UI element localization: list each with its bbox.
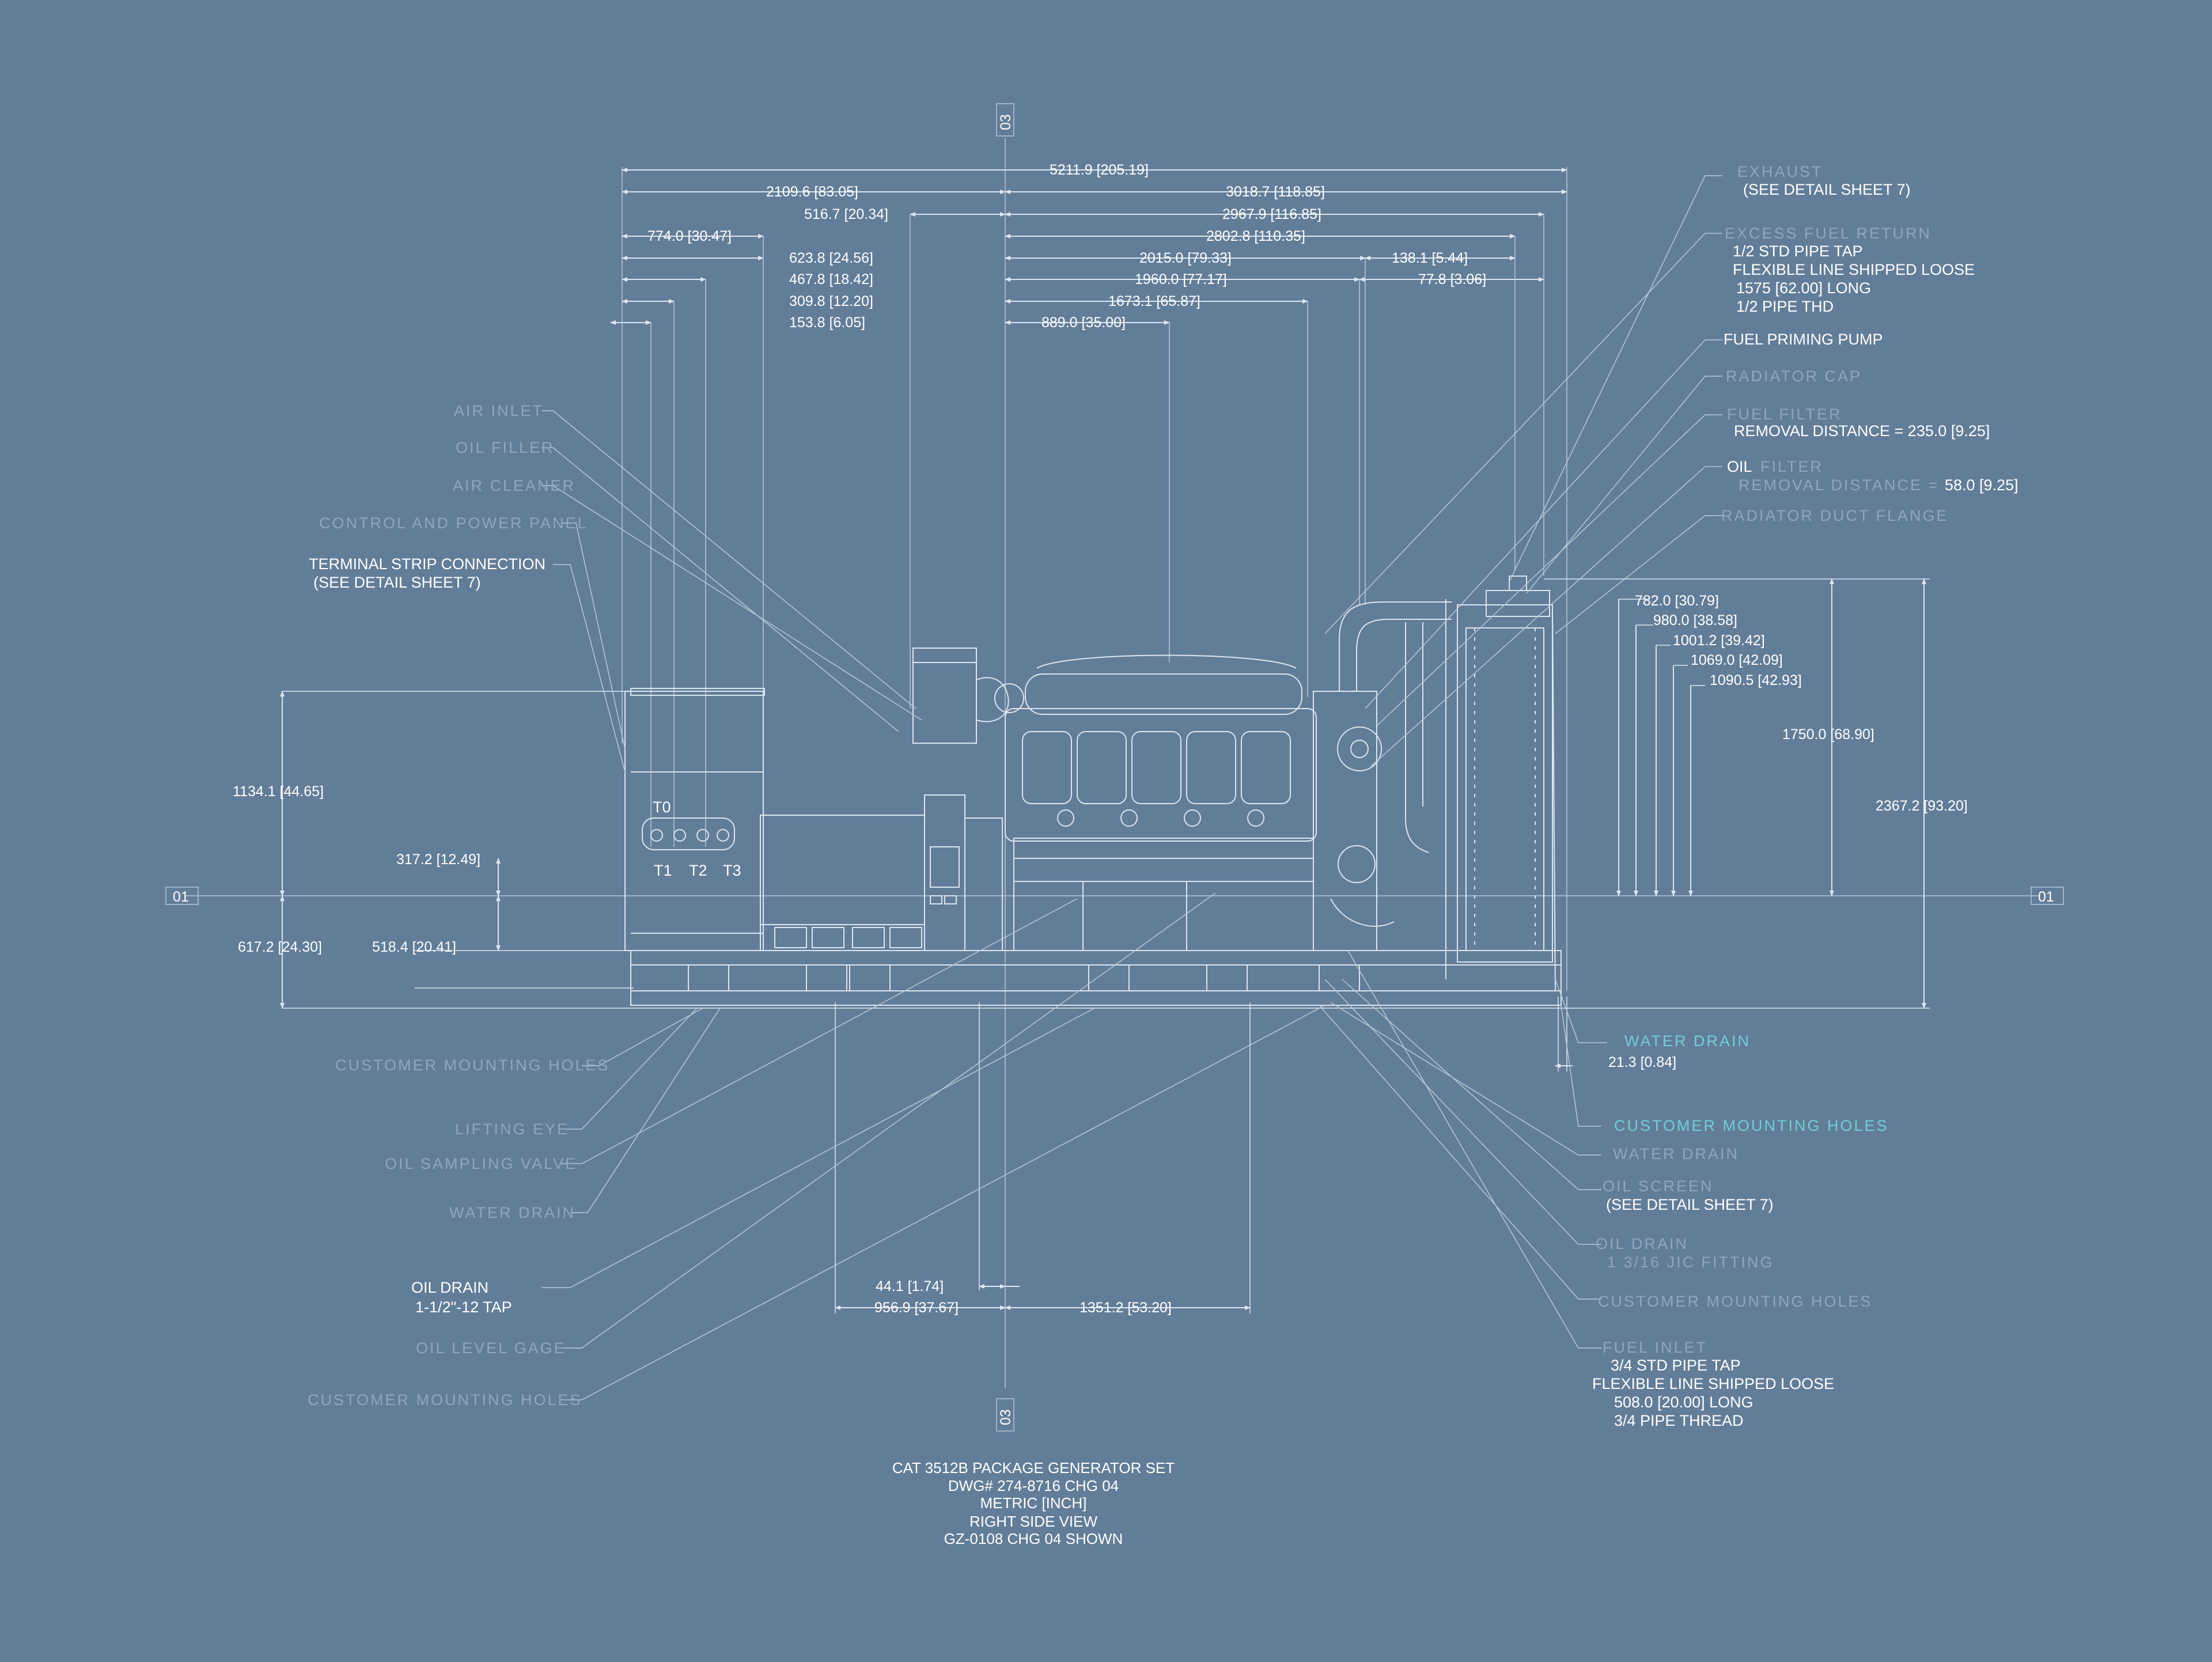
generator-set-drawing bbox=[624, 576, 1562, 1006]
label-oil-filter-filter: FILTER bbox=[1760, 458, 1823, 475]
label-radiator-duct-flange: RADIATOR DUCT FLANGE bbox=[1721, 507, 1949, 524]
leader-lines bbox=[541, 175, 1722, 1400]
dim-1134: 1134.1 [44.65] bbox=[233, 783, 324, 800]
label-excess-pipe-thd: 1/2 PIPE THD bbox=[1736, 298, 1834, 315]
right-dimension-lines bbox=[1544, 578, 1930, 1072]
dim-2967: 2967.9 [116.85] bbox=[1222, 206, 1321, 222]
extension-lines bbox=[622, 167, 1567, 991]
label-customer-mounting-holes-left-2: CUSTOMER MOUNTING HOLES bbox=[308, 1391, 582, 1409]
label-inlet-length: 508.0 [20.00] LONG bbox=[1614, 1394, 1753, 1411]
dim-overall-length: 5211.9 [205.19] bbox=[1050, 162, 1149, 178]
dim-153: 153.8 [6.05] bbox=[789, 315, 865, 331]
label-oil-drain-tap: 1-1/2"-12 TAP bbox=[415, 1298, 512, 1316]
label-air-cleaner: AIR CLEANER bbox=[453, 477, 575, 494]
dim-1750: 1750.0 [68.90] bbox=[1782, 726, 1874, 743]
label-excess-length: 1575 [62.00] LONG bbox=[1736, 279, 1871, 297]
dim-774: 774.0 [30.47] bbox=[647, 228, 732, 244]
dim-782: 782.0 [30.79] bbox=[1635, 593, 1719, 609]
dim-467: 467.8 [18.42] bbox=[789, 271, 873, 287]
label-fuel-priming-pump: FUEL PRIMING PUMP bbox=[1724, 331, 1883, 348]
label-terminal-strip-detail: (SEE DETAIL SHEET 7) bbox=[313, 574, 481, 591]
dim-3018: 3018.7 [118.85] bbox=[1226, 184, 1325, 200]
label-fuel-filter-removal: REMOVAL DISTANCE = 235.0 [9.25] bbox=[1734, 422, 1990, 440]
title-line-1: CAT 3512B PACKAGE GENERATOR SET bbox=[892, 1459, 1175, 1477]
dim-617: 617.2 [24.30] bbox=[238, 939, 322, 955]
label-customer-mounting-holes-left-1: CUSTOMER MOUNTING HOLES bbox=[335, 1057, 610, 1074]
label-radiator-cap: RADIATOR CAP bbox=[1726, 368, 1862, 385]
dim-956: 956.9 [37.67] bbox=[874, 1300, 959, 1316]
dim-516: 516.7 [20.34] bbox=[804, 206, 888, 222]
title-line-5: GZ-0108 CHG 04 SHOWN bbox=[944, 1530, 1123, 1547]
label-control-power-panel: CONTROL AND POWER PANEL bbox=[319, 514, 588, 532]
label-water-drain-teal: WATER DRAIN bbox=[1624, 1032, 1751, 1050]
left-dimension-lines bbox=[280, 691, 1930, 1009]
terminal-t3: T3 bbox=[723, 862, 741, 879]
dim-623: 623.8 [24.56] bbox=[789, 250, 873, 266]
label-customer-mounting-holes-teal: CUSTOMER MOUNTING HOLES bbox=[1614, 1117, 1889, 1134]
label-inlet-pipe-tap: 3/4 STD PIPE TAP bbox=[1611, 1357, 1741, 1374]
label-terminal-strip: TERMINAL STRIP CONNECTION bbox=[309, 555, 546, 573]
dim-1069: 1069.0 [42.09] bbox=[1691, 652, 1783, 668]
dim-21: 21.3 [0.84] bbox=[1608, 1054, 1676, 1070]
top-dimension-lines bbox=[610, 168, 1567, 325]
label-oil-filler: OIL FILLER bbox=[456, 439, 555, 456]
label-water-drain-right: WATER DRAIN bbox=[1613, 1145, 1739, 1163]
title-line-2: DWG# 274-8716 CHG 04 bbox=[948, 1477, 1119, 1494]
title-line-3: METRIC [INCH] bbox=[980, 1494, 1087, 1512]
datum-bottom: 03 bbox=[998, 1409, 1014, 1425]
dim-1001: 1001.2 [39.42] bbox=[1673, 633, 1765, 649]
label-inlet-flexible-line: FLEXIBLE LINE SHIPPED LOOSE bbox=[1592, 1375, 1834, 1392]
label-inlet-pipe-thread: 3/4 PIPE THREAD bbox=[1614, 1412, 1744, 1429]
label-oil-drain-right: OIL DRAIN bbox=[1596, 1235, 1688, 1252]
datum-right: 01 bbox=[2038, 889, 2054, 905]
dim-138: 138.1 [5.44] bbox=[1392, 250, 1468, 266]
label-fuel-filter: FUEL FILTER bbox=[1727, 406, 1842, 423]
terminal-t1: T1 bbox=[654, 862, 672, 879]
label-fuel-inlet: FUEL INLET bbox=[1603, 1339, 1707, 1356]
dim-2802: 2802.8 [110.35] bbox=[1206, 228, 1305, 244]
dim-889: 889.0 [35.00] bbox=[1041, 315, 1126, 331]
label-exhaust-detail: (SEE DETAIL SHEET 7) bbox=[1743, 181, 1911, 198]
dim-2015: 2015.0 [79.33] bbox=[1139, 250, 1232, 266]
label-oil-screen: OIL SCREEN bbox=[1603, 1178, 1714, 1195]
label-water-drain-left: WATER DRAIN bbox=[449, 1204, 575, 1221]
bottom-dimension-lines bbox=[835, 1002, 1251, 1313]
dim-1351: 1351.2 [53.20] bbox=[1080, 1300, 1172, 1316]
title-block: CAT 3512B PACKAGE GENERATOR SET DWG# 274… bbox=[892, 1459, 1175, 1547]
datum-left: 01 bbox=[173, 889, 189, 905]
dim-1090: 1090.5 [42.93] bbox=[1710, 672, 1802, 688]
dim-1673: 1673.1 [65.87] bbox=[1108, 293, 1200, 309]
label-lifting-eye: LIFTING EYE bbox=[455, 1120, 569, 1138]
label-exhaust: EXHAUST bbox=[1737, 163, 1823, 180]
label-air-inlet: AIR INLET bbox=[454, 402, 544, 419]
dim-518: 518.4 [20.41] bbox=[372, 939, 456, 955]
dim-2109: 2109.6 [83.05] bbox=[766, 184, 858, 200]
label-excess-flexible-line: FLEXIBLE LINE SHIPPED LOOSE bbox=[1733, 261, 1975, 278]
terminal-t0: T0 bbox=[653, 798, 671, 816]
title-line-4: RIGHT SIDE VIEW bbox=[969, 1513, 1097, 1530]
label-customer-mounting-holes-right: CUSTOMER MOUNTING HOLES bbox=[1598, 1293, 1873, 1310]
label-oil-sampling-valve: OIL SAMPLING VALVE bbox=[385, 1155, 577, 1172]
label-oil-filter-removal-value: 58.0 [9.25] bbox=[1945, 476, 2018, 494]
label-oil-drain-left: OIL DRAIN bbox=[411, 1279, 488, 1296]
dim-77: 77.8 [3.06] bbox=[1418, 271, 1486, 287]
dim-309: 309.8 [12.20] bbox=[789, 293, 873, 309]
dim-44: 44.1 [1.74] bbox=[876, 1278, 944, 1294]
dim-317: 317.2 [12.49] bbox=[396, 851, 480, 868]
dim-1960: 1960.0 [77.17] bbox=[1135, 271, 1227, 287]
label-jic-fitting: 1 3/16 JIC FITTING bbox=[1607, 1254, 1774, 1271]
label-oil-screen-detail: (SEE DETAIL SHEET 7) bbox=[1606, 1196, 1774, 1213]
label-excess-pipe-tap: 1/2 STD PIPE TAP bbox=[1733, 243, 1863, 260]
dim-980: 980.0 [38.58] bbox=[1653, 612, 1737, 629]
dim-2367: 2367.2 [93.20] bbox=[1876, 798, 1968, 814]
label-oil-level-gage: OIL LEVEL GAGE bbox=[416, 1339, 566, 1357]
label-oil-filter-oil: OIL bbox=[1727, 458, 1752, 475]
datum-top: 03 bbox=[998, 114, 1014, 130]
terminal-t2: T2 bbox=[689, 862, 707, 879]
label-oil-filter-removal: REMOVAL DISTANCE = bbox=[1738, 476, 1939, 494]
datum-markers bbox=[165, 103, 2064, 1432]
label-excess-fuel-return: EXCESS FUEL RETURN bbox=[1725, 225, 1931, 242]
